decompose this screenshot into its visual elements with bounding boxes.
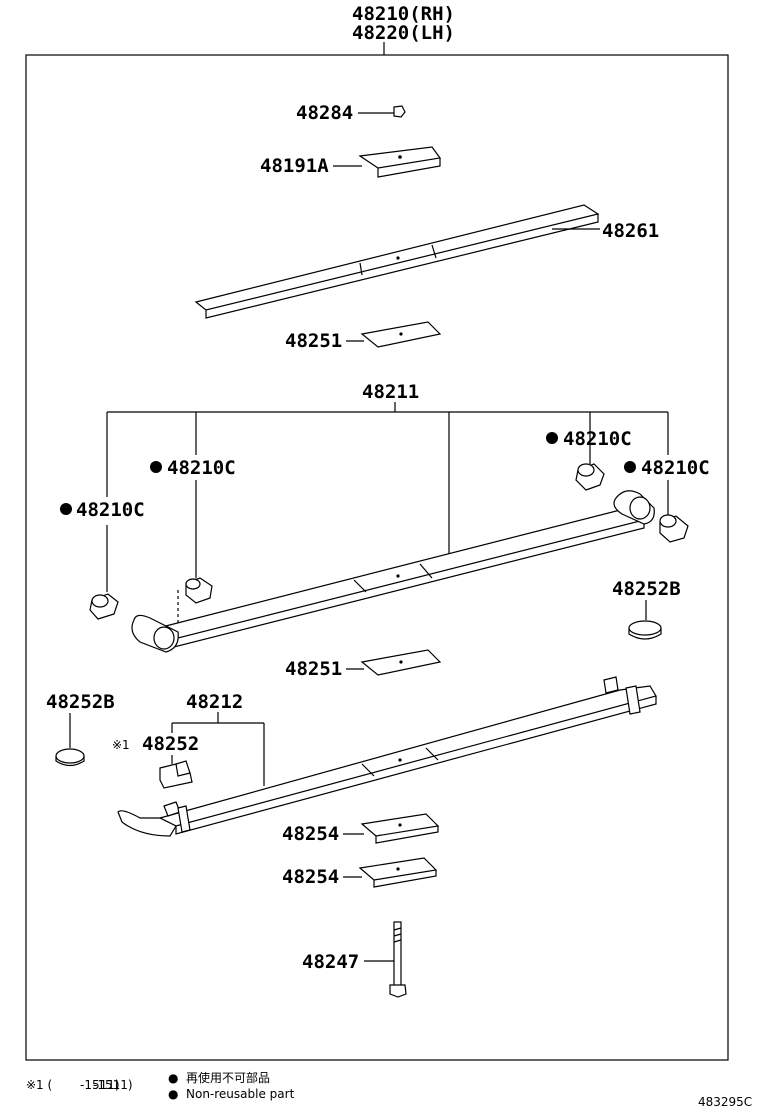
leaf-48212-clip-right: [603, 676, 619, 694]
label-48210c-right-inner[interactable]: 48210C: [563, 428, 632, 450]
label-48284[interactable]: 48284: [296, 102, 353, 124]
leaf-48211[interactable]: [148, 507, 646, 641]
legend-dot-icon: ●: [168, 1087, 178, 1101]
assembly-frame: [25, 54, 729, 1061]
bushing-right-inner[interactable]: [575, 463, 605, 491]
plate-48191a-hole: [398, 155, 402, 159]
leaf-48261-center: [359, 244, 437, 276]
plate-48191a-edge: [377, 158, 441, 178]
center-bolt-48247[interactable]: [389, 921, 407, 998]
label-48254-b[interactable]: 48254: [282, 866, 339, 888]
label-48254-a[interactable]: 48254: [282, 823, 339, 845]
leaf-48261-hole: [396, 256, 400, 260]
leaf-48261-edge: [205, 214, 599, 319]
legend-non-reusable-jp: 再使用不可部品: [186, 1070, 270, 1085]
bushing-left-inner[interactable]: [177, 577, 213, 628]
pad-48254-b-edge: [373, 870, 437, 888]
rubber-cap-48252b-right[interactable]: [628, 620, 662, 640]
legend-non-reusable-en: Non-reusable part: [186, 1087, 295, 1101]
leaf-48212-end-left: [117, 810, 177, 837]
leaf-48212-hole: [398, 758, 402, 762]
label-48251-mid[interactable]: 48251: [285, 658, 342, 680]
leaf-48212-edge: [175, 696, 657, 835]
pad-48251-mid-hole: [399, 660, 403, 664]
leaf-48212-clamp-right: [625, 685, 641, 715]
label-48247[interactable]: 48247: [302, 951, 359, 973]
legend-note-mark: ※1 ( -1511): [26, 1078, 120, 1092]
diagram-code: 483295C: [698, 1095, 752, 1109]
label-48191a[interactable]: 48191A: [260, 155, 329, 177]
label-48210c-right-outer[interactable]: 48210C: [641, 457, 710, 479]
bushing-right-outer[interactable]: [659, 514, 689, 543]
pad-48254-a-edge: [375, 826, 439, 844]
non-reusable-dot-icon: [60, 503, 72, 515]
legend-dot-icon: ●: [168, 1071, 178, 1085]
pad-48254-b-hole: [396, 867, 400, 871]
label-assembly-lh[interactable]: 48220(LH): [352, 22, 455, 44]
bushing-left-outer[interactable]: [89, 593, 119, 620]
label-48252b-right[interactable]: 48252B: [612, 578, 681, 600]
leaf-48211-hole: [396, 574, 400, 578]
leaf-48211-center: [353, 563, 433, 593]
label-assembly-rh[interactable]: 48210(RH): [352, 3, 455, 25]
label-48212[interactable]: 48212: [186, 691, 243, 713]
leaf-48211-eye-right-bore: [629, 496, 651, 520]
label-48210c-left-inner[interactable]: 48210C: [167, 457, 236, 479]
non-reusable-dot-icon: [624, 461, 636, 473]
pad-48251-top-hole: [399, 332, 403, 336]
legend-note-range: -1511): [93, 1078, 133, 1092]
label-48252[interactable]: 48252: [142, 733, 199, 755]
note-mark-48252: ※1: [112, 738, 130, 752]
pad-48254-a-hole: [398, 823, 402, 827]
clip-48252-edge: [175, 760, 191, 774]
rubber-cap-48252b-left[interactable]: [55, 748, 85, 767]
label-48252b-left[interactable]: 48252B: [46, 691, 115, 713]
non-reusable-dot-icon: [150, 461, 162, 473]
clip-48252[interactable]: [159, 763, 193, 789]
label-48210c-left-outer[interactable]: 48210C: [76, 499, 145, 521]
label-48211[interactable]: 48211: [362, 381, 419, 403]
leaf-48212-center: [361, 747, 439, 777]
nut-48284[interactable]: [393, 105, 406, 118]
non-reusable-dot-icon: [546, 432, 558, 444]
leaf-48212-clamp-left: [177, 805, 191, 833]
label-48251-top[interactable]: 48251: [285, 330, 342, 352]
label-48261[interactable]: 48261: [602, 220, 659, 242]
leaf-48211-edge: [169, 520, 645, 649]
leaf-48211-eye-left-bore: [153, 626, 175, 650]
